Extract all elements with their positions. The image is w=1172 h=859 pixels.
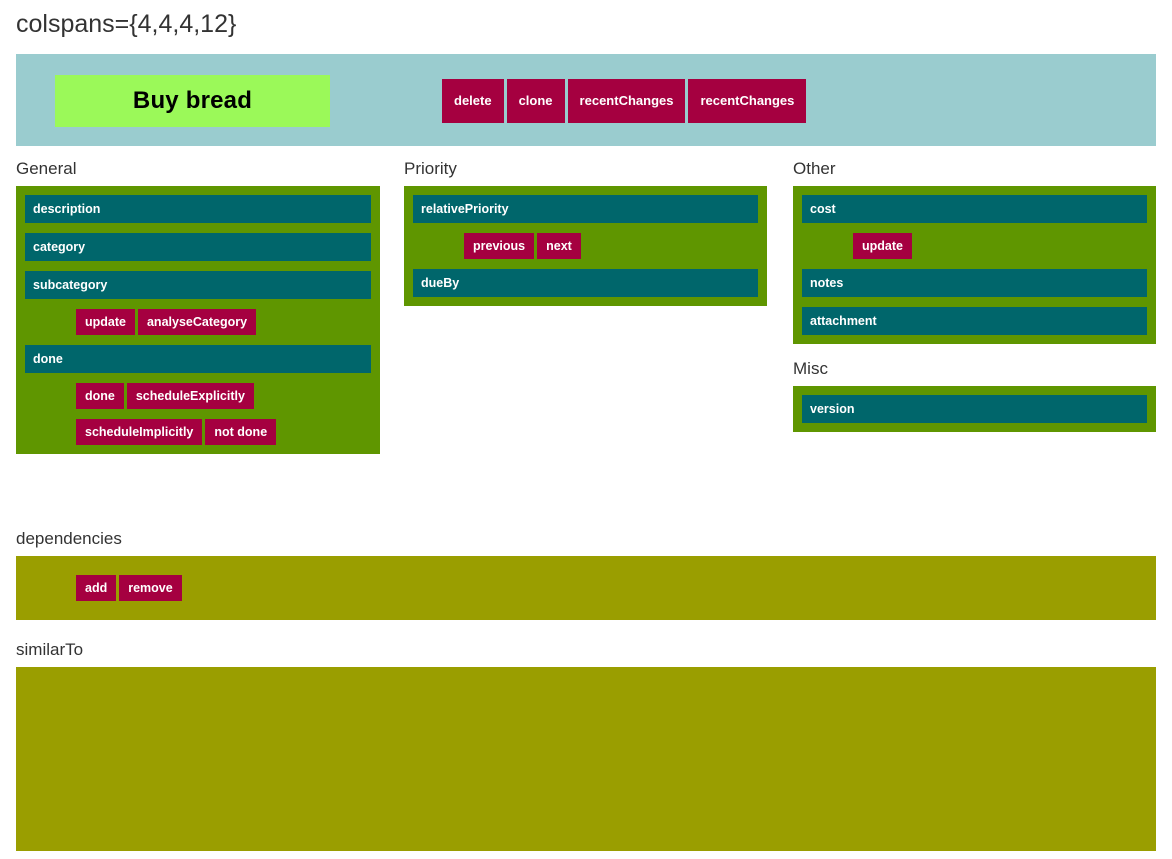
field-relative-priority[interactable]: relativePriority [413, 195, 758, 223]
field-label-description: description [33, 202, 101, 216]
field-category[interactable]: category [25, 233, 371, 261]
record-title-text: Buy bread [132, 87, 253, 114]
section-label-other: Other [793, 159, 836, 178]
next-button[interactable]: next [537, 233, 581, 259]
column-general: General description category subcategory… [16, 158, 380, 454]
column-other: Other cost update notes attachment Misc … [793, 158, 1156, 432]
done-button[interactable]: done [76, 383, 124, 409]
panel-misc: version [793, 386, 1156, 432]
category-action-row: update analyseCategory [76, 309, 380, 335]
cost-action-row: update [853, 233, 1156, 259]
column-priority: Priority relativePriority previous next … [404, 158, 767, 306]
schedule-explicitly-button[interactable]: scheduleExplicitly [126, 383, 254, 409]
field-label-subcategory: subcategory [33, 278, 108, 292]
page-title: colspans={4,4,4,12} [16, 10, 237, 38]
field-subcategory[interactable]: subcategory [25, 271, 371, 299]
panel-priority: relativePriority previous next dueBy [404, 186, 767, 306]
schedule-implicitly-button[interactable]: scheduleImplicitly [76, 419, 203, 445]
section-label-general: General [16, 159, 77, 178]
field-description[interactable]: description [25, 195, 371, 223]
previous-button[interactable]: previous [464, 233, 535, 259]
record-title-box[interactable]: Buy bread [55, 75, 330, 127]
analyse-category-button[interactable]: analyseCategory [137, 309, 257, 335]
field-label-done: done [33, 352, 63, 366]
done-action-row-1: done scheduleExplicitly [76, 383, 380, 409]
update-category-button[interactable]: update [76, 309, 135, 335]
done-action-row-2: scheduleImplicitly not done [76, 419, 380, 445]
field-label-notes: notes [810, 276, 844, 290]
field-label-attachment: attachment [810, 314, 877, 328]
recent-changes-button-1[interactable]: recentChanges [567, 79, 686, 123]
update-cost-button[interactable]: update [853, 233, 912, 259]
panel-general: description category subcategory update … [16, 186, 380, 454]
section-similar-to: similarTo [16, 639, 1156, 851]
panel-other: cost update notes attachment [793, 186, 1156, 344]
field-cost[interactable]: cost [802, 195, 1147, 223]
delete-button[interactable]: delete [442, 79, 504, 123]
field-label-due-by: dueBy [421, 276, 460, 290]
section-label-misc: Misc [793, 359, 828, 378]
dependencies-action-row: add remove [76, 575, 1156, 601]
header-action-bar: delete clone recentChanges recentChanges [442, 79, 807, 123]
panel-dependencies: add remove [16, 556, 1156, 620]
recent-changes-button-2[interactable]: recentChanges [688, 79, 807, 123]
field-label-category: category [33, 240, 86, 254]
clone-button[interactable]: clone [506, 79, 565, 123]
section-label-similar-to: similarTo [16, 640, 84, 659]
remove-dependency-button[interactable]: remove [119, 575, 182, 601]
field-notes[interactable]: notes [802, 269, 1147, 297]
add-dependency-button[interactable]: add [76, 575, 117, 601]
field-label-cost: cost [810, 202, 836, 216]
field-version[interactable]: version [802, 395, 1147, 423]
section-label-priority: Priority [404, 159, 457, 178]
not-done-button[interactable]: not done [205, 419, 277, 445]
panel-similar-to [16, 667, 1156, 851]
section-label-dependencies: dependencies [16, 529, 122, 548]
field-label-relative-priority: relativePriority [421, 202, 509, 216]
field-done[interactable]: done [25, 345, 371, 373]
priority-action-row: previous next [464, 233, 767, 259]
field-label-version: version [810, 402, 855, 416]
header-band: Buy bread delete clone recentChanges rec… [16, 54, 1156, 146]
field-attachment[interactable]: attachment [802, 307, 1147, 335]
section-dependencies: dependencies add remove [16, 528, 1156, 620]
field-due-by[interactable]: dueBy [413, 269, 758, 297]
